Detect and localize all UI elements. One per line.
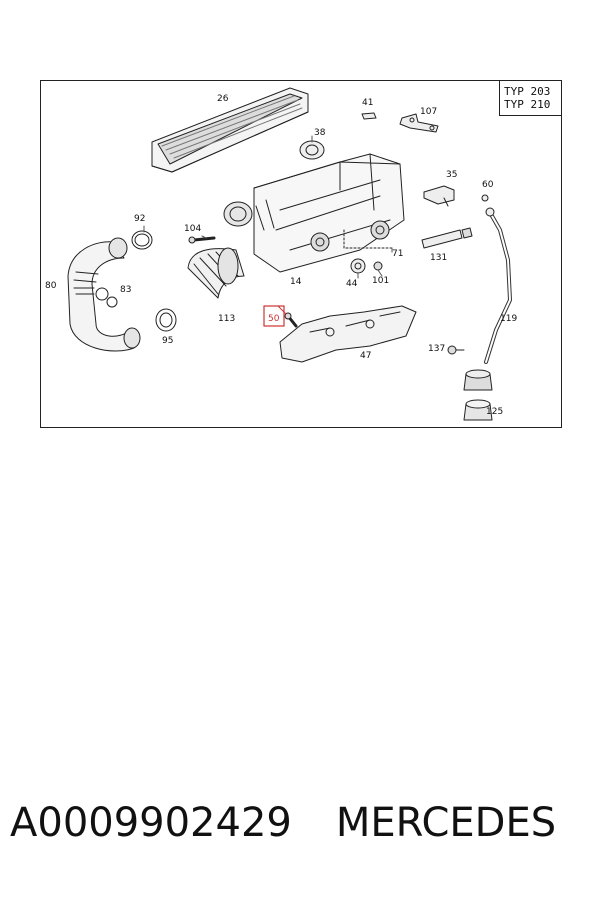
sensor-cap-lower: [463, 399, 493, 421]
pipe-part: [484, 207, 512, 364]
label-47: 47: [360, 351, 371, 361]
parts-diagram: 26 41 107 38 35 60 92 104 80 83 71 131 1…: [45, 87, 517, 421]
label-137: 137: [428, 344, 445, 354]
corrugated-hose: [187, 247, 245, 299]
bolt-60: [481, 194, 489, 202]
label-71: 71: [392, 249, 403, 259]
label-125: 125: [486, 407, 503, 417]
clamp-92: [131, 230, 153, 250]
highlight-box-50: [263, 305, 285, 327]
type-label-210: TYP 210: [504, 98, 551, 111]
label-83: 83: [120, 285, 131, 295]
label-107: 107: [420, 107, 437, 117]
label-26: 26: [217, 94, 229, 104]
part-caption: A0009902429 MERCEDES: [10, 800, 595, 860]
air-filter-element: [151, 87, 309, 173]
brand-name: MERCEDES: [335, 800, 557, 846]
sensor-part: [423, 185, 455, 207]
label-92: 92: [134, 214, 145, 224]
leader-lines: [143, 135, 393, 315]
type-box: TYP 203 TYP 210: [499, 81, 561, 116]
clamp-95: [155, 308, 177, 332]
label-131: 131: [430, 253, 447, 263]
label-44: 44: [346, 279, 358, 289]
hose-part: [421, 227, 473, 249]
clip-part: [361, 112, 377, 120]
heat-shield: [279, 305, 417, 363]
label-14: 14: [290, 277, 302, 287]
type-label-203: TYP 203: [504, 85, 551, 98]
label-101: 101: [372, 276, 389, 286]
label-104: 104: [184, 224, 201, 234]
label-50: 50: [268, 314, 280, 324]
intake-housing: [223, 153, 405, 273]
bolt-50: [284, 312, 298, 328]
sensor-cap-upper: [463, 369, 493, 391]
bolt-137: [447, 345, 465, 355]
clamp-83: [95, 287, 118, 308]
label-41: 41: [362, 98, 373, 108]
label-60: 60: [482, 180, 494, 190]
bracket-part: [399, 113, 439, 133]
part-number: A0009902429: [10, 800, 292, 846]
cap-part: [299, 140, 325, 160]
label-95: 95: [162, 336, 173, 346]
label-80: 80: [45, 281, 57, 291]
label-38: 38: [314, 128, 326, 138]
label-119: 119: [500, 314, 517, 324]
label-35: 35: [446, 170, 457, 180]
bolt-104: [188, 236, 216, 244]
label-113: 113: [218, 314, 235, 324]
intake-pipe: [67, 237, 141, 352]
